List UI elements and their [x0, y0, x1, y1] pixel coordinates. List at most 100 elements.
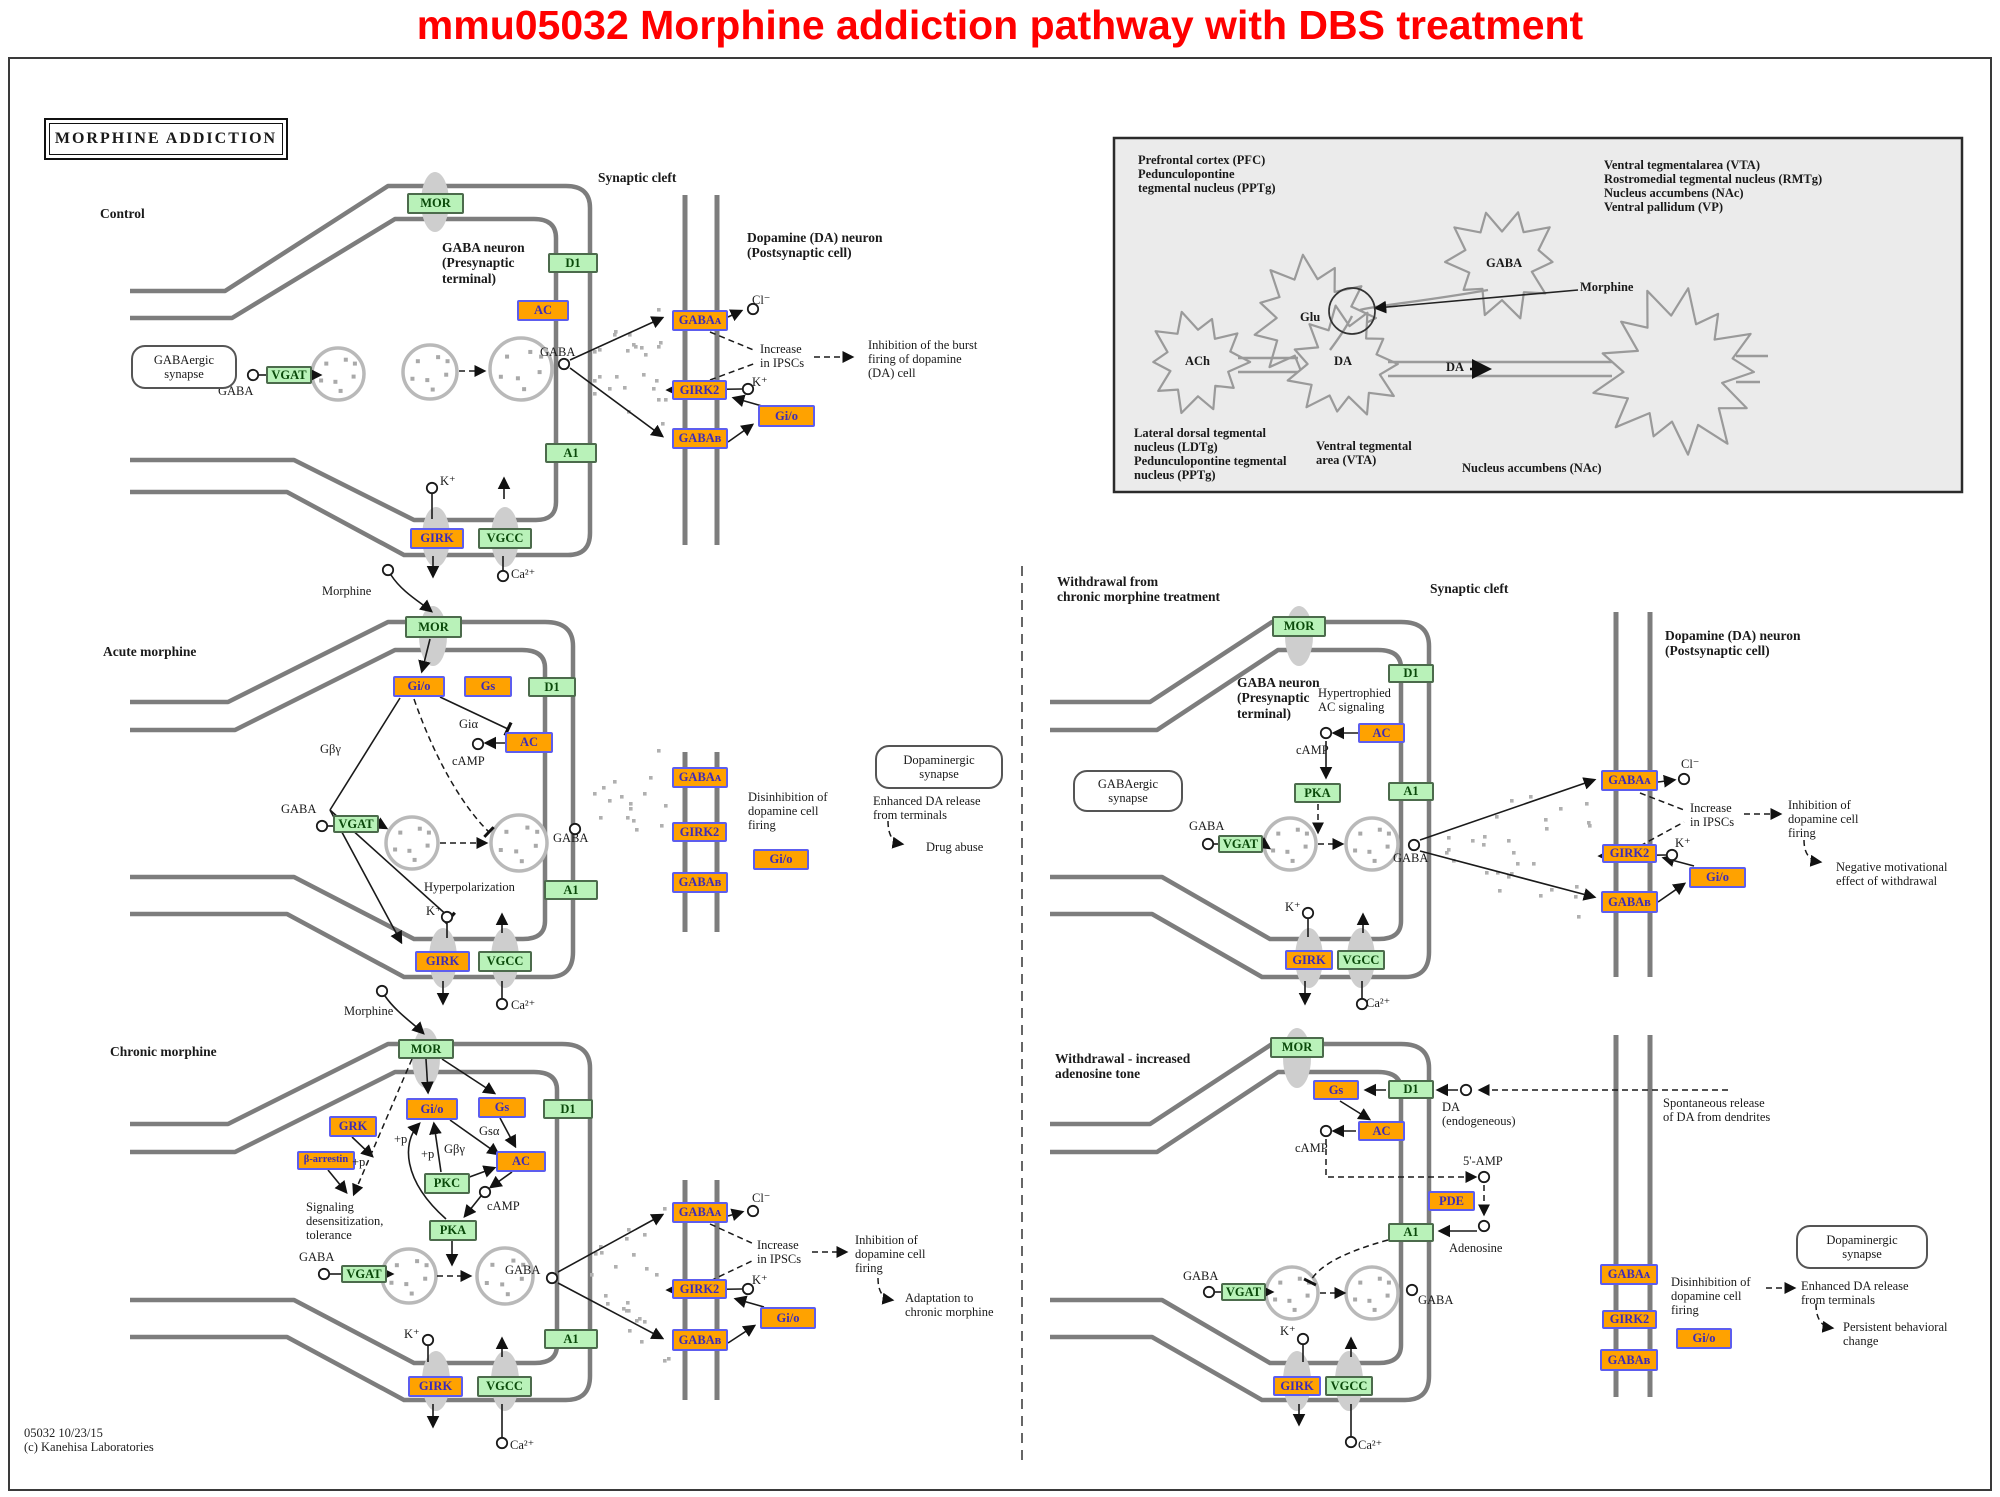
diagram-frame	[8, 57, 1992, 1491]
gene-box-w1-a1[interactable]: A1	[1388, 782, 1434, 801]
gene-box-acu-girk2[interactable]: GIRK2	[672, 822, 727, 842]
gene-box-chr-gio[interactable]: Gi/o	[406, 1098, 458, 1120]
watermark: 05032 10/23/15 (c) Kanehisa Laboratories	[24, 1426, 154, 1455]
text-label: 5'-AMP	[1463, 1154, 1503, 1168]
gene-box-acu-gs[interactable]: Gs	[464, 676, 512, 697]
gene-box-chr-grk[interactable]: GRK	[329, 1116, 377, 1137]
text-label: +p	[421, 1147, 435, 1161]
gene-box-ctl-gabab[interactable]: GABAʙ	[672, 428, 728, 449]
gene-box-acu-gio2[interactable]: Gi/o	[753, 849, 809, 870]
text-label: Gsα	[479, 1124, 500, 1138]
gene-box-w2-d1[interactable]: D1	[1388, 1080, 1434, 1099]
text-label: Gβγ	[444, 1142, 465, 1156]
gene-box-w2-pde[interactable]: PDE	[1428, 1191, 1475, 1211]
text-label: K⁺	[752, 1273, 768, 1287]
gene-box-chr-ac[interactable]: AC	[496, 1151, 546, 1172]
gene-box-chr-gabab[interactable]: GABAʙ	[672, 1329, 728, 1351]
gene-box-w1-vgat[interactable]: VGAT	[1218, 835, 1263, 853]
gene-box-w2-a1[interactable]: A1	[1388, 1223, 1434, 1242]
gene-box-ctl-a1[interactable]: A1	[545, 443, 597, 463]
gene-box-acu-girk[interactable]: GIRK	[415, 951, 470, 972]
gene-box-acu-gio[interactable]: Gi/o	[393, 676, 445, 697]
gene-box-ctl-d1[interactable]: D1	[548, 253, 598, 273]
text-label: Morphine	[322, 584, 372, 598]
text-label: Signaling desensitization, tolerance	[306, 1200, 384, 1243]
gabaergic-synapse-2: GABAergic synapse	[1073, 770, 1183, 812]
text-label: Ca²⁺	[511, 567, 536, 581]
pathway-title-box: MORPHINE ADDICTION	[44, 118, 288, 160]
gene-box-w2-girk2[interactable]: GIRK2	[1602, 1310, 1657, 1329]
gene-box-w1-pka[interactable]: PKA	[1294, 783, 1341, 803]
gene-box-chr-barr[interactable]: β-arrestin	[297, 1151, 355, 1170]
gene-box-acu-gabaa[interactable]: GABAᴀ	[672, 767, 728, 788]
gene-box-acu-d1[interactable]: D1	[528, 677, 576, 697]
text-label: K⁺	[440, 474, 456, 488]
gene-box-ctl-vgcc[interactable]: VGCC	[478, 528, 532, 549]
text-label: Ca²⁺	[1366, 996, 1391, 1010]
text-label: cAMP	[452, 754, 485, 768]
gene-box-chr-mor[interactable]: MOR	[398, 1039, 454, 1059]
gene-box-w2-gabaa[interactable]: GABAᴀ	[1600, 1264, 1658, 1285]
gene-box-w2-mor[interactable]: MOR	[1270, 1037, 1324, 1058]
gene-box-w1-vgcc[interactable]: VGCC	[1337, 950, 1385, 970]
gene-box-chr-gabaa[interactable]: GABAᴀ	[672, 1202, 728, 1223]
gene-box-chr-gio2[interactable]: Gi/o	[760, 1307, 816, 1329]
gene-box-w2-ac[interactable]: AC	[1358, 1121, 1405, 1141]
text-label: K⁺	[752, 375, 768, 389]
gene-box-ctl-ac[interactable]: AC	[517, 300, 569, 321]
gene-box-chr-pkc[interactable]: PKC	[424, 1173, 470, 1194]
gene-box-ctl-girk2[interactable]: GIRK2	[672, 380, 727, 400]
gabaergic-synapse-1: GABAergic synapse	[131, 345, 237, 389]
gene-box-acu-vgat[interactable]: VGAT	[333, 815, 379, 833]
gene-box-w1-gabab[interactable]: GABAʙ	[1601, 891, 1658, 913]
text-label: ACh	[1185, 354, 1211, 368]
text-label: Control	[100, 206, 145, 221]
text-label: Negative motivational effect of withdraw…	[1836, 860, 1948, 889]
gene-box-acu-mor[interactable]: MOR	[405, 616, 462, 638]
text-label: Gβγ	[320, 742, 341, 756]
text-label: K⁺	[1675, 836, 1691, 850]
text-label: Ca²⁺	[1358, 1438, 1383, 1452]
text-label: Hyperpolarization	[424, 880, 515, 894]
gene-box-acu-a1[interactable]: A1	[544, 880, 598, 900]
gene-box-w1-girk[interactable]: GIRK	[1285, 950, 1333, 970]
text-label: GABA	[1189, 819, 1225, 833]
gene-box-w2-gs[interactable]: Gs	[1313, 1080, 1359, 1100]
gene-box-ctl-girk[interactable]: GIRK	[410, 528, 464, 549]
gene-box-chr-pka[interactable]: PKA	[429, 1220, 477, 1241]
gene-box-chr-a1[interactable]: A1	[544, 1329, 598, 1349]
gene-box-acu-gabab[interactable]: GABAʙ	[672, 872, 728, 893]
text-label: Dopamine (DA) neuron (Postsynaptic cell)	[1665, 628, 1801, 659]
gene-box-ctl-gabaa[interactable]: GABAᴀ	[672, 310, 728, 331]
gene-box-w1-gio[interactable]: Gi/o	[1689, 867, 1746, 888]
gene-box-ctl-gio[interactable]: Gi/o	[758, 405, 815, 427]
gene-box-w2-vgcc[interactable]: VGCC	[1325, 1376, 1373, 1396]
gene-box-w2-vgat[interactable]: VGAT	[1221, 1283, 1266, 1301]
gene-box-chr-girk2[interactable]: GIRK2	[672, 1279, 727, 1299]
text-label: cAMP	[1295, 1141, 1328, 1155]
text-label: Hypertrophied AC signaling	[1318, 686, 1391, 715]
gene-box-w2-girk[interactable]: GIRK	[1273, 1376, 1321, 1396]
gene-box-w1-girk2[interactable]: GIRK2	[1602, 844, 1657, 863]
text-label: Ventral tegmental area (VTA)	[1316, 439, 1412, 468]
text-label: DA	[1446, 360, 1465, 374]
text-label: Giα	[459, 717, 479, 731]
gene-box-ctl-mor[interactable]: MOR	[407, 193, 464, 214]
gene-box-acu-vgcc[interactable]: VGCC	[478, 951, 532, 972]
gene-box-w1-d1[interactable]: D1	[1388, 664, 1434, 683]
gene-box-chr-girk[interactable]: GIRK	[408, 1376, 463, 1397]
gene-box-w1-ac[interactable]: AC	[1358, 723, 1405, 743]
gene-box-w1-mor[interactable]: MOR	[1272, 616, 1326, 637]
gene-box-chr-d1[interactable]: D1	[543, 1099, 593, 1119]
gene-box-acu-ac[interactable]: AC	[505, 732, 553, 753]
gene-box-chr-vgcc[interactable]: VGCC	[477, 1376, 532, 1397]
gene-box-ctl-vgat[interactable]: VGAT	[266, 366, 312, 384]
text-label: Enhanced DA release from terminals	[1801, 1279, 1909, 1308]
gene-box-chr-vgat[interactable]: VGAT	[341, 1265, 387, 1283]
gene-box-chr-gs[interactable]: Gs	[478, 1097, 526, 1118]
dopaminergic-synapse-1: Dopaminergic synapse	[875, 745, 1003, 789]
gene-box-w1-gabaa[interactable]: GABAᴀ	[1601, 770, 1658, 791]
gene-box-w2-gabab[interactable]: GABAʙ	[1600, 1349, 1658, 1371]
gene-box-w2-gio[interactable]: Gi/o	[1676, 1328, 1732, 1349]
